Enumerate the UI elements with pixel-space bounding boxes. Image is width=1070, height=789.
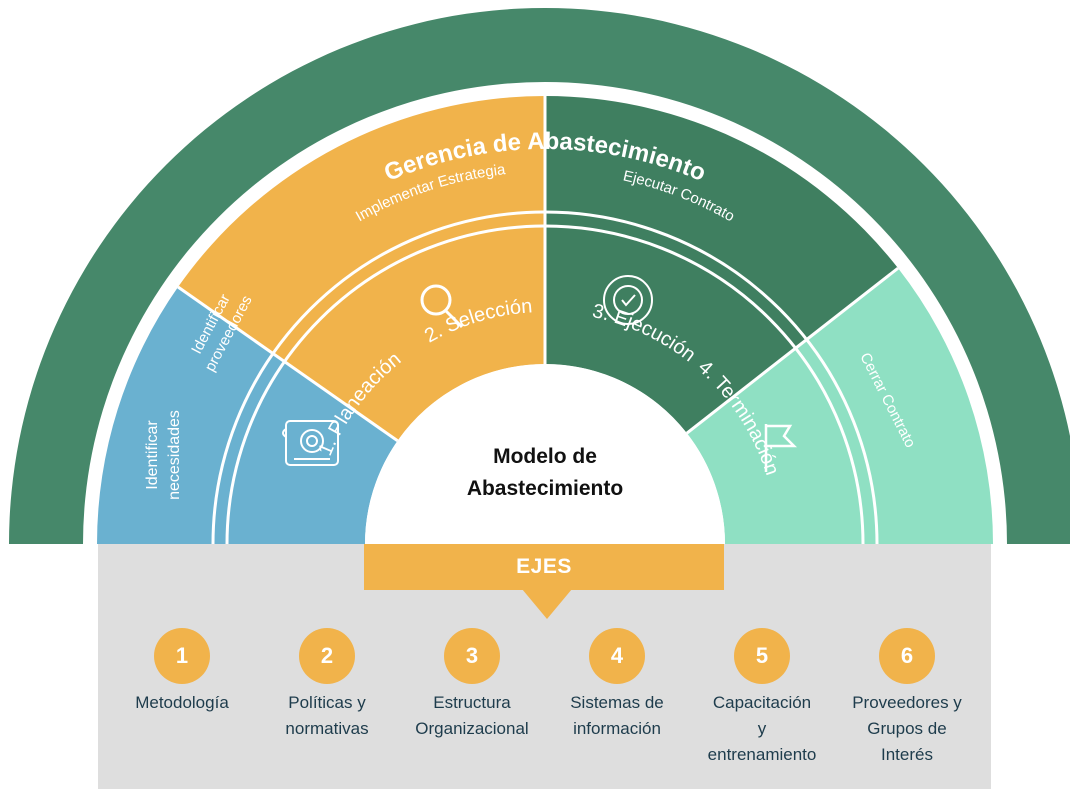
- hub-circle: [365, 364, 725, 544]
- axis-number-badge: 1: [154, 628, 210, 684]
- axis-number-badge: 3: [444, 628, 500, 684]
- sector-separator: [685, 267, 899, 435]
- search-icon: [420, 284, 464, 329]
- axis-label: Estructura Organizacional: [397, 690, 547, 742]
- axis-label-line: entrenamiento: [707, 745, 817, 764]
- sector-planeacion: [97, 287, 398, 544]
- gear-check-icon: [603, 275, 653, 325]
- axis-label: Capacitación y entrenamiento: [687, 690, 837, 768]
- axis-label-line: Capacitación: [712, 693, 812, 712]
- hub-title-line2: Abastecimiento: [466, 477, 624, 500]
- ejes-pointer: [522, 589, 572, 619]
- axis-label-line: Organizacional: [415, 719, 529, 738]
- outer-ring: [9, 8, 1070, 544]
- axis-label: Metodología: [107, 690, 257, 716]
- sector-terminacion: [686, 268, 993, 544]
- axis-item-1: 1 Metodología: [107, 628, 257, 716]
- axis-number-badge: 5: [734, 628, 790, 684]
- activity-1-line1: Identificar: [144, 420, 161, 490]
- axis-item-5: 5 Capacitación y entrenamiento: [687, 628, 837, 768]
- axis-item-4: 4 Sistemas de información: [542, 628, 692, 742]
- axis-number-badge: 6: [879, 628, 935, 684]
- axis-label: Sistemas de información: [542, 690, 692, 742]
- axis-label-line: Sistemas de: [570, 693, 664, 712]
- axis-number-badge: 2: [299, 628, 355, 684]
- axis-item-2: 2 Políticas y normativas: [252, 628, 402, 742]
- hub-title: Modelo de Abastecimiento: [420, 441, 670, 505]
- axis-label-line: normativas: [285, 719, 369, 738]
- axis-label: Proveedores y Grupos de Interés: [832, 690, 982, 768]
- axis-number-badge: 4: [589, 628, 645, 684]
- axis-label-line: Interés: [881, 745, 933, 764]
- axis-label-line: y: [757, 719, 767, 738]
- activity-identificar-necesidades: Identificar necesidades: [144, 410, 183, 500]
- sector-ejecucion: [545, 96, 899, 434]
- axis-label-line: Estructura: [433, 693, 511, 712]
- axis-label-line: Políticas y: [288, 693, 366, 712]
- ejes-banner: EJES: [364, 544, 724, 590]
- axis-label-line: información: [573, 719, 661, 738]
- hub-title-line1: Modelo de: [493, 445, 597, 468]
- axis-label-line: Proveedores y: [852, 693, 962, 712]
- flag-icon: [764, 424, 798, 472]
- axis-item-6: 6 Proveedores y Grupos de Interés: [832, 628, 982, 768]
- sector-separator: [177, 285, 399, 442]
- blueprint-gear-icon: [282, 420, 339, 466]
- activity-1-line2: necesidades: [166, 410, 183, 500]
- axis-label-line: Grupos de: [867, 719, 947, 738]
- axis-label: Políticas y normativas: [252, 690, 402, 742]
- ejes-label: EJES: [516, 555, 572, 578]
- axis-item-3: 3 Estructura Organizacional: [397, 628, 547, 742]
- axis-label-line: Metodología: [135, 693, 229, 712]
